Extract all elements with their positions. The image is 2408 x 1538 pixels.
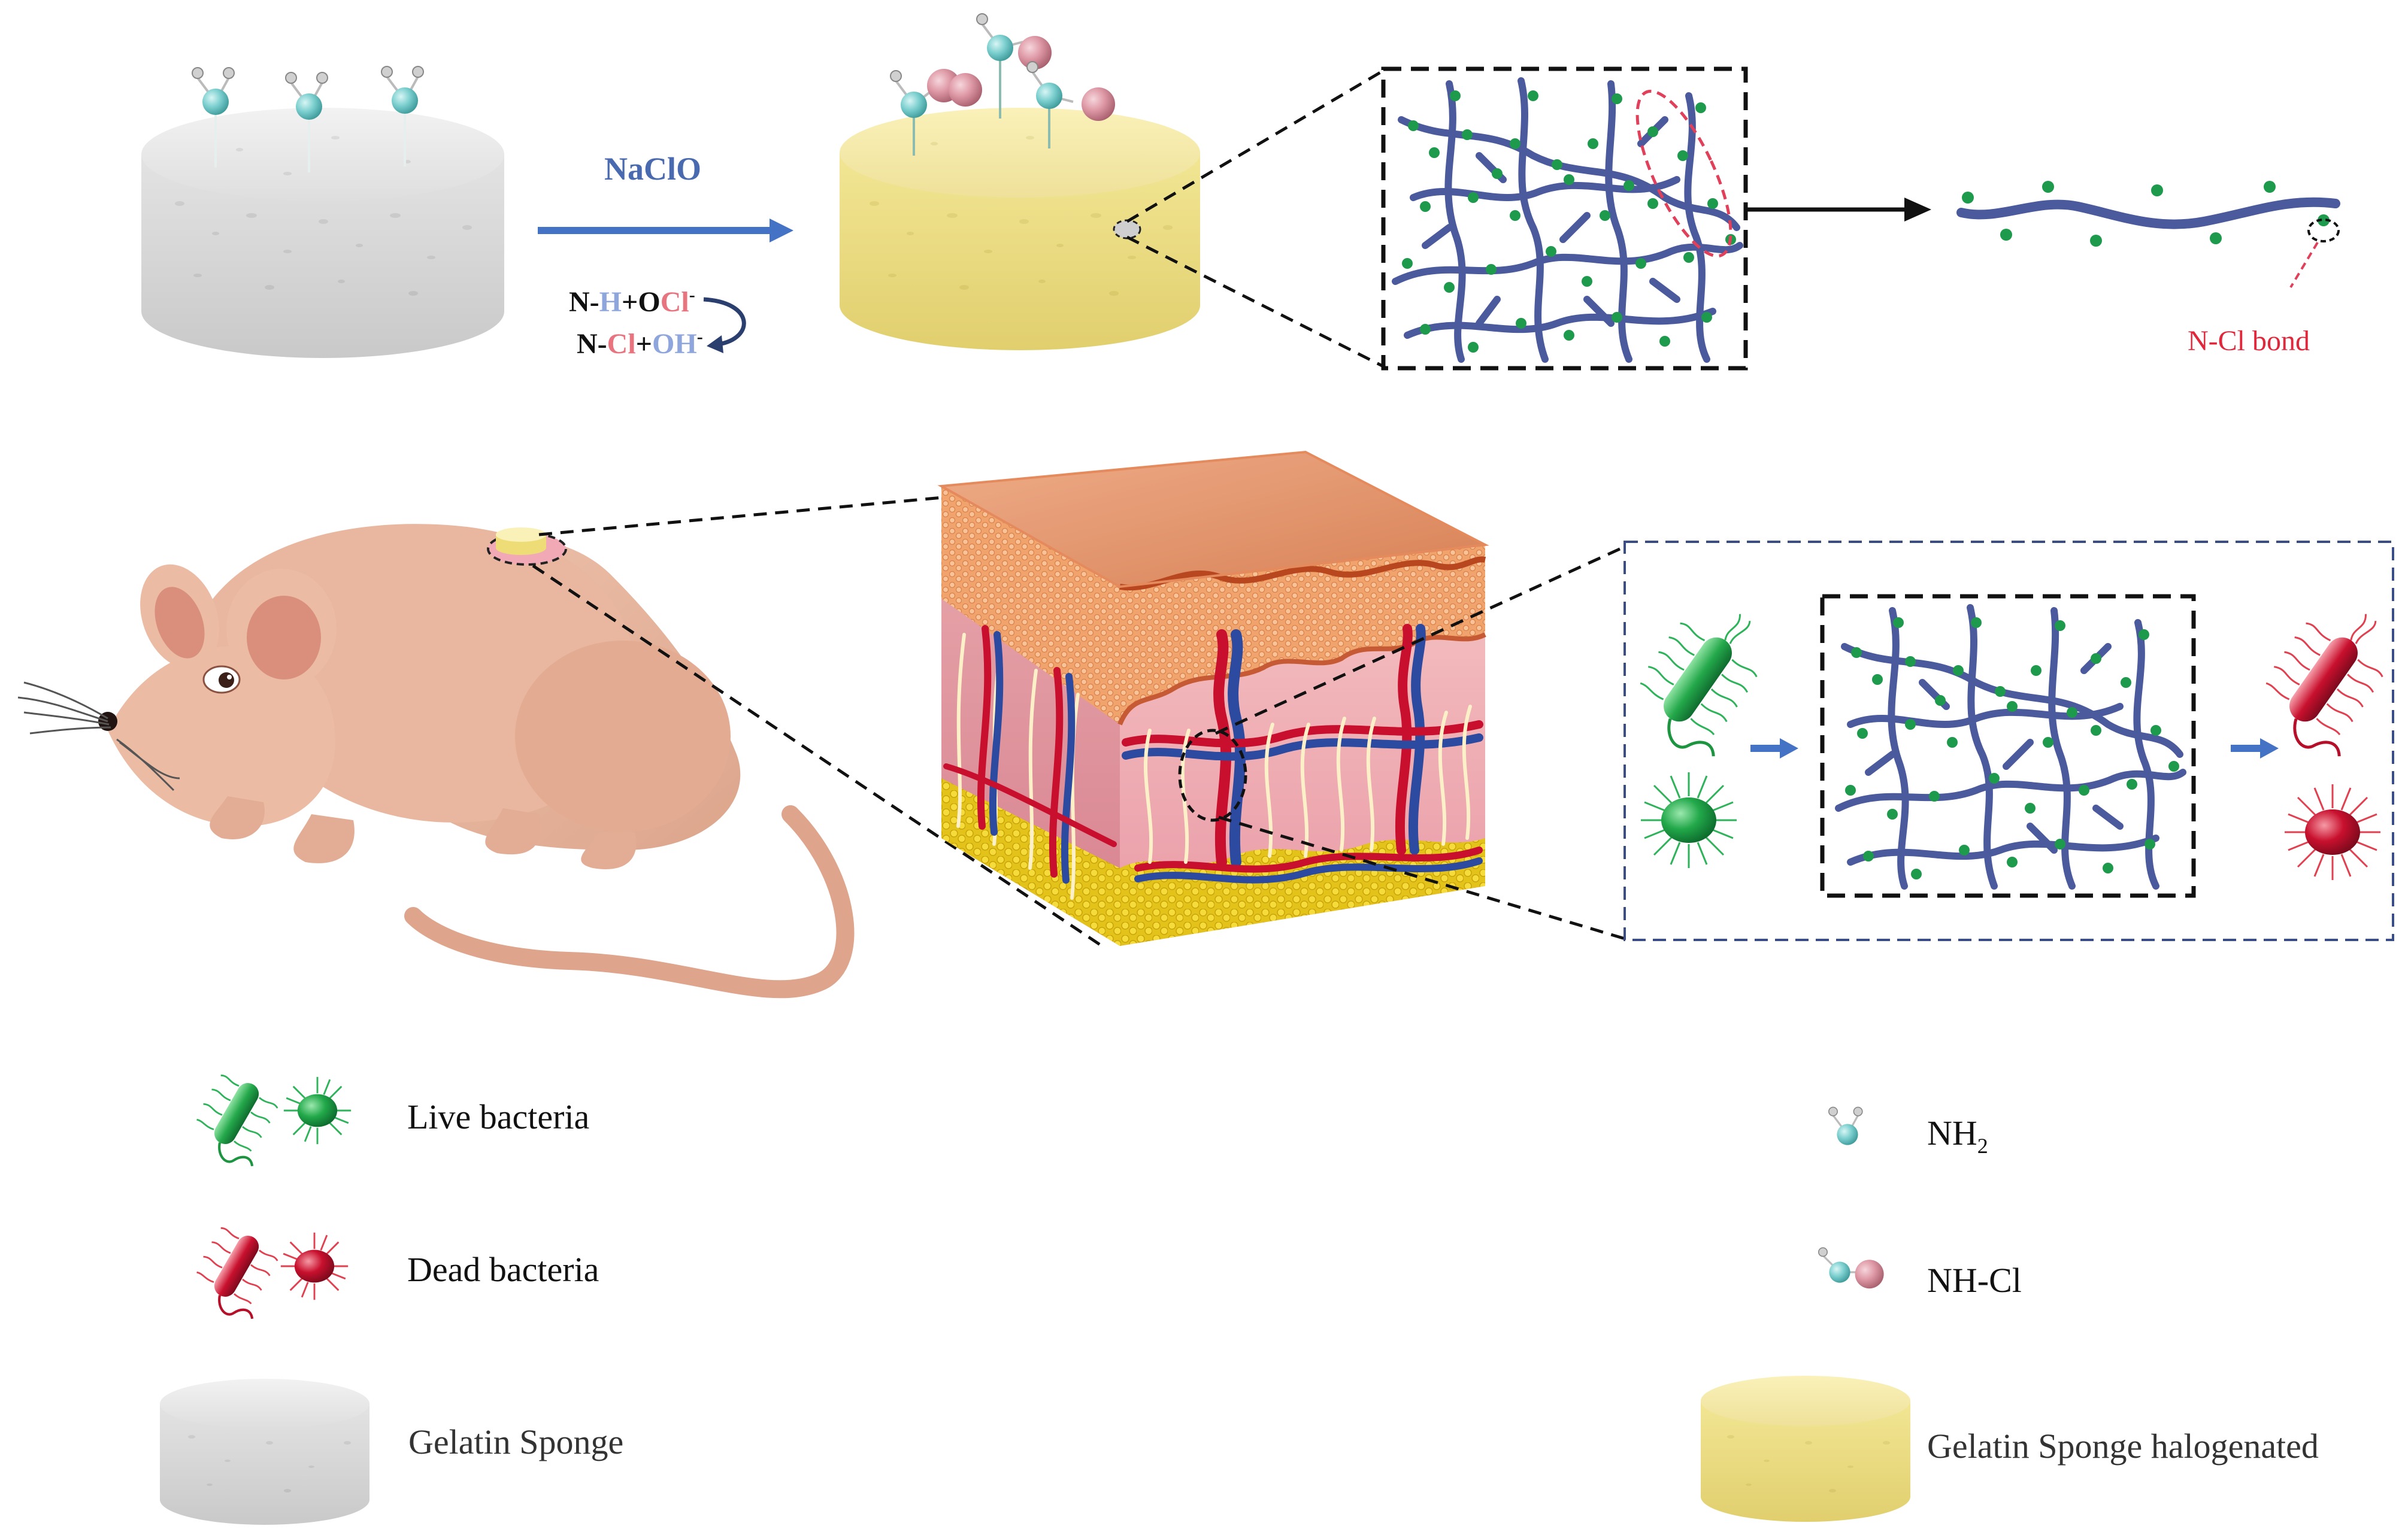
reaction-arrow: NaClO xyxy=(538,151,793,242)
arrow-to-network xyxy=(1750,738,1798,759)
yellow-halogenated-sponge xyxy=(840,108,1200,350)
nhcl-icon xyxy=(976,13,1052,119)
legend-yellow-sponge-icon xyxy=(1701,1376,1910,1522)
nh2-icon xyxy=(192,67,235,168)
legend-nhcl-icon xyxy=(1818,1247,1884,1289)
legend-live-rod-icon xyxy=(196,1074,278,1167)
nh2-molecules-gray-sponge xyxy=(192,66,424,172)
legend-sponge-label: Gelatin Sponge xyxy=(408,1422,623,1461)
mouse-illustration xyxy=(17,524,855,999)
zoom-spot-sponge xyxy=(1113,219,1141,239)
legend-gray-sponge-icon xyxy=(160,1379,369,1525)
legend-nh2-icon xyxy=(1828,1106,1863,1145)
equation-line-2: N-Cl+OH- xyxy=(577,327,703,360)
network-nodes-bottom xyxy=(1845,617,2179,879)
legend-dead-rod-icon xyxy=(196,1227,278,1319)
skin-tissue-cube xyxy=(937,450,1489,946)
legend-sponge-halogenated-label: Gelatin Sponge halogenated xyxy=(1927,1427,2319,1466)
reagent-label: NaClO xyxy=(604,151,701,187)
zoom-spot-skin xyxy=(1178,729,1247,822)
legend: Live bacteria Dead bacteria xyxy=(160,1074,2319,1525)
whiskers xyxy=(17,681,180,791)
highlight-chain-ellipse xyxy=(1635,89,1732,258)
zoom-lines-mouse xyxy=(532,495,1103,948)
arrow-to-dead-bacteria xyxy=(2231,738,2279,759)
nhcl-icon xyxy=(1026,61,1115,148)
legend-dead-label: Dead bacteria xyxy=(407,1250,599,1289)
nh2-icon xyxy=(381,66,424,166)
legend-nh2-label: NH2 xyxy=(1927,1114,1988,1158)
legend-nhcl-label: NH-Cl xyxy=(1927,1261,2022,1300)
chain-arrow xyxy=(1746,198,1931,222)
live-rod-bacterium-icon xyxy=(1640,614,1758,757)
n-cl-bond-label: N-Cl bond xyxy=(2188,325,2310,357)
polymer-network-box-top xyxy=(1381,66,1748,371)
single-polymer-chain: N-Cl bond xyxy=(1956,181,2340,357)
cl-atom-icon xyxy=(949,73,982,107)
reaction-equations: N-H+OCl- N-Cl+OH- xyxy=(569,285,746,360)
legend-live-coccus-icon xyxy=(283,1076,352,1145)
equation-line-1: N-H+OCl- xyxy=(569,285,695,318)
nc-bond-marker xyxy=(2307,219,2340,242)
dead-rod-bacterium-icon xyxy=(2265,614,2383,757)
gray-gelatin-sponge xyxy=(141,108,504,358)
legend-dead-coccus-icon xyxy=(280,1232,349,1300)
nh2-icon xyxy=(285,72,328,172)
legend-live-label: Live bacteria xyxy=(407,1097,589,1136)
dead-coccus-bacterium-icon xyxy=(2285,784,2380,880)
zoom-lines-top xyxy=(1126,69,1385,368)
live-coccus-bacterium-icon xyxy=(1641,772,1737,868)
zoom-lines-skin xyxy=(1214,543,1630,942)
nhcl-molecules-yellow-sponge xyxy=(890,13,1115,156)
bacteria-killing-panel xyxy=(1623,541,2394,941)
